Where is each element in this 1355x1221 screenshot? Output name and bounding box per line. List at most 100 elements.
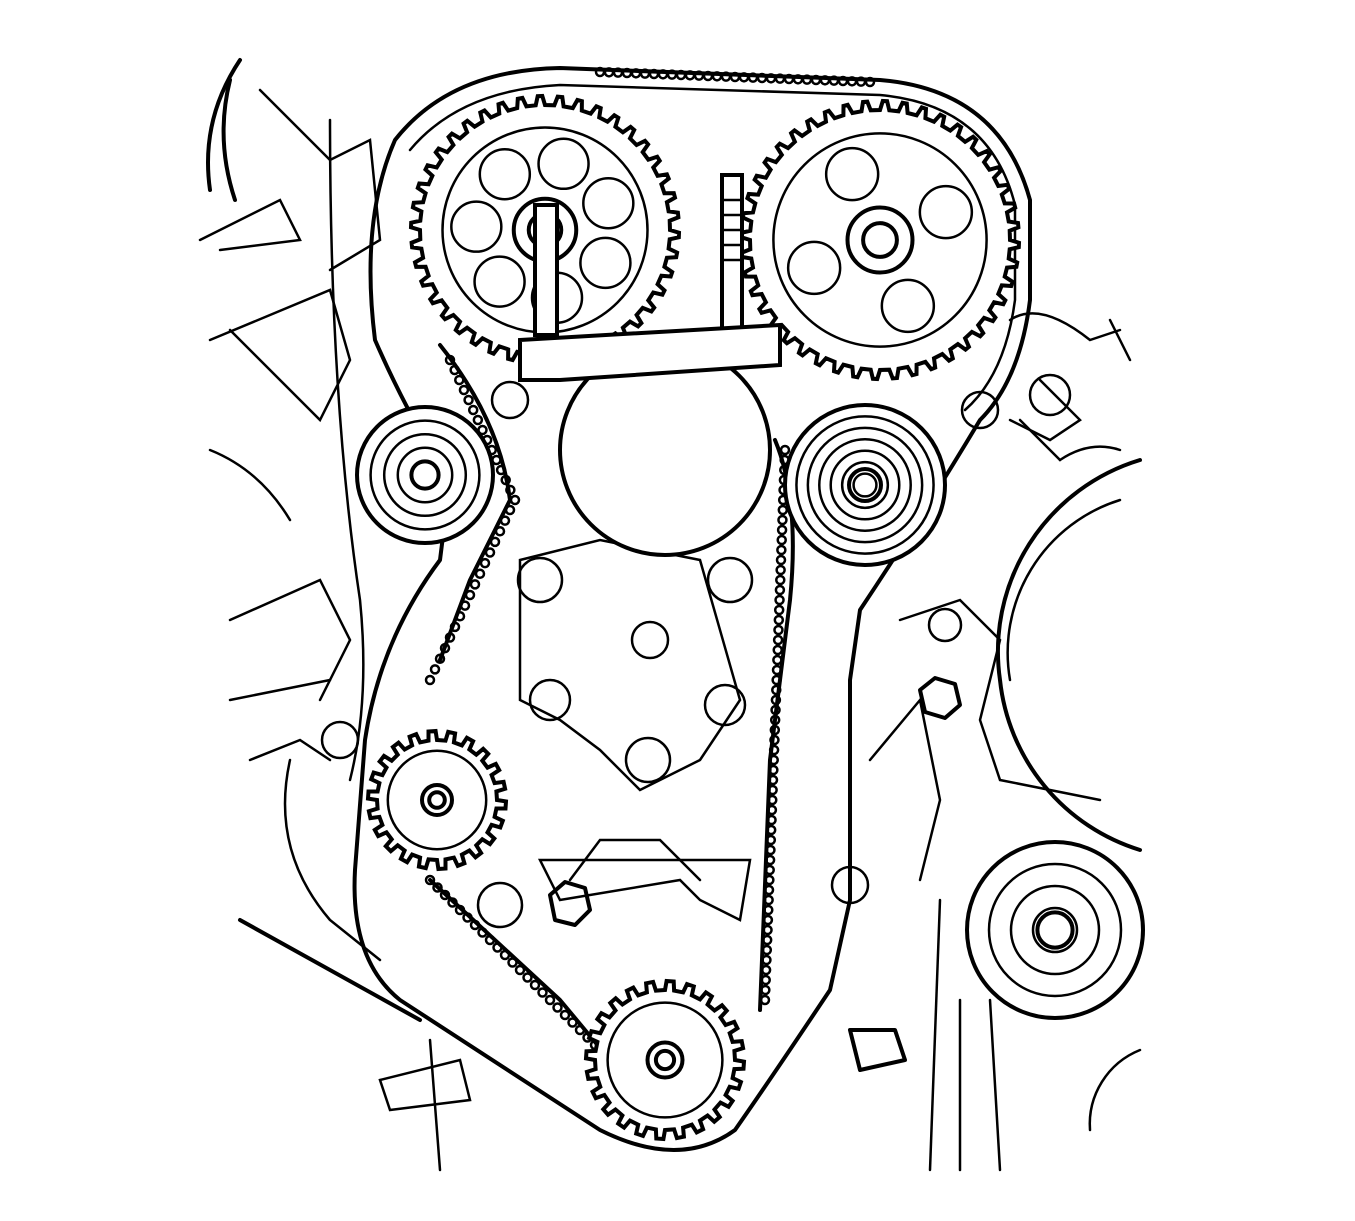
belt-tooth [469,579,481,590]
belt-tooth [458,384,470,396]
belt-tooth [492,942,503,953]
belt-tooth [439,642,451,654]
crankshaft-sprocket [583,978,747,1142]
idler-pulley [355,405,495,545]
belt-tooth [775,574,786,586]
belt-tooth [459,600,471,611]
hub [845,205,915,275]
belt-tooth [464,589,476,601]
belt-tooth [432,882,443,893]
belt-tooth [772,654,783,666]
belt-tooth [761,944,773,956]
hub-bolt [1035,910,1075,950]
belt-tooth [439,889,451,901]
hub [420,783,454,817]
bolt-head [918,676,962,720]
hub-bolt [861,221,899,259]
lightening-hole [450,200,503,253]
belt-tooth [449,621,461,633]
hub-bolt [847,467,883,503]
lightening-hole [582,176,635,230]
belt-tooth [761,954,772,966]
hub-bolt [653,1048,677,1072]
belt-tooth [504,504,516,516]
belt-tooth [509,494,521,506]
belt-tooth [462,912,473,923]
belt-tooth [767,794,778,806]
belt-tooth [770,694,782,706]
belt-tooth [772,634,784,646]
belt-tooth [773,604,785,616]
belt-tooth [574,1024,586,1036]
belt-tooth [763,884,775,896]
belt-tooth [454,611,466,622]
belt-tooth [767,784,778,796]
belt-tooth [763,904,774,916]
belt-tooth [449,364,460,376]
belt-tooth [771,684,782,696]
belt-tooth [775,554,787,566]
water-pump-sprocket [365,728,509,872]
belt-tooth [770,704,781,716]
belt-tooth [768,754,779,766]
belt-tooth [773,614,785,626]
belt-tooth [507,957,518,968]
belt-tooth [472,414,484,426]
sprocket-teeth [738,98,1022,382]
lightening-hole [918,184,974,240]
belt-tooth [444,632,456,643]
belt-tooth [864,76,876,88]
belt-tooth [760,984,771,996]
belt-tooth [769,724,781,736]
lightening-hole [579,236,632,290]
accessory-pulley [965,840,1145,1020]
bolt-head [548,880,592,927]
belt-tooth [779,444,791,456]
belt-tooth [765,824,777,836]
lightening-hole [537,137,590,191]
belt-tooth [761,934,773,946]
belt-tooth [499,515,511,526]
belt-tooth [454,374,465,386]
belt-tooth [495,464,507,476]
belt-tooth [500,474,511,486]
belt-tooth [454,904,466,916]
belt-tooth [773,624,784,636]
belt-tooth [766,804,778,816]
belt-tooth [776,544,787,556]
belt-tooth [499,949,511,961]
belt-tooth [776,534,787,546]
belt-tooth [444,354,456,366]
belt-tooth [429,664,441,675]
sprocket-teeth [583,978,747,1142]
belt-tooth [768,744,780,756]
hub-bolt [427,790,447,810]
belt-tooth [764,864,775,876]
belt-tooth [760,964,772,976]
belt-tooth [764,854,776,866]
belt-tooth [424,874,436,886]
belt-tooth [772,644,783,656]
belt-tooth [567,1017,578,1028]
belt-tooth [463,394,474,406]
belt-tooth [764,874,775,886]
belt-tooth [514,964,526,976]
belt-teeth [424,66,876,1066]
camshaft-locking-tool [518,173,782,382]
tensioner-pulley [783,403,947,567]
engine-housing [198,58,1142,1172]
belt-tooth [467,404,479,416]
belt-tooth [763,894,774,906]
belt-tooth [505,484,516,496]
right-camshaft-sprocket [738,98,1022,382]
belt-tooth [769,734,780,746]
belt-tooth [767,774,779,786]
lightening-hole [824,146,880,202]
hub-bolt [409,459,441,491]
lightening-hole [786,240,842,296]
belt-tooth [474,568,486,579]
belt-tooth [771,664,783,676]
bolt-head [848,1028,907,1072]
locking-pin-left [533,203,559,337]
belt-tooth [434,653,446,664]
